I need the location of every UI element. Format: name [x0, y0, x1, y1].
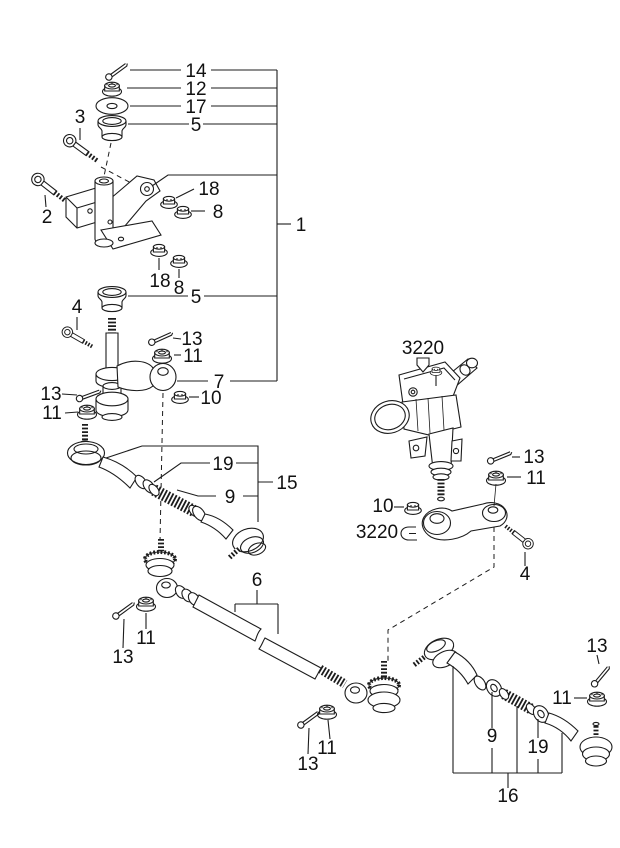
callout-4-left: 4	[72, 297, 83, 318]
tie-rod-assembly-rh	[412, 637, 613, 767]
callout-16: 16	[497, 786, 518, 807]
callout-15: 15	[276, 473, 297, 494]
callout-13-pitman: 13	[523, 447, 544, 468]
callout-5-lower: 5	[191, 287, 202, 308]
idler-arm-assembly	[95, 318, 177, 421]
nut-10-pitman	[404, 501, 422, 515]
castle-nut-11-pitman	[485, 470, 507, 486]
callout-13-centerlink-l: 13	[112, 647, 133, 668]
alignment-dashed-lines	[74, 142, 495, 661]
callout-7: 7	[214, 372, 225, 393]
callout-8-upper: 8	[213, 202, 224, 223]
callout-11-idler: 11	[183, 346, 203, 367]
snap-ring-clip	[400, 526, 417, 541]
callout-10-pitman: 10	[372, 496, 393, 517]
cotter-pin-13-idler	[147, 331, 175, 347]
callout-10-idler: 10	[200, 388, 221, 409]
callout-14: 14	[185, 61, 207, 82]
callout-1: 1	[296, 215, 307, 236]
callout-18-lower: 18	[149, 271, 170, 292]
center-link	[143, 539, 401, 714]
callout-13-rh: 13	[586, 636, 607, 657]
leader-lines	[44, 69, 600, 788]
cotter-pin-14	[103, 62, 131, 82]
bolt-4-pitman	[499, 519, 538, 554]
callout-8-lower: 8	[174, 278, 185, 299]
nut-18-lower	[150, 243, 168, 257]
castle-nut-11-idler	[151, 348, 173, 364]
castle-nut-11-centerlink-r	[316, 704, 338, 720]
callout-6: 6	[252, 570, 263, 591]
idler-support-bracket	[65, 175, 162, 250]
steering-gear-box	[370, 357, 479, 502]
castle-nut-11-centerlink-l	[135, 596, 157, 612]
callout-2: 2	[42, 207, 53, 228]
cotter-pin-13-centerlink-l	[110, 601, 138, 621]
callout-13-left: 13	[40, 384, 61, 405]
callout-12: 12	[185, 79, 206, 100]
nut-10-idler	[171, 390, 189, 404]
callout-3: 3	[75, 107, 86, 128]
callout-3220-gear: 3220	[402, 338, 444, 359]
callout-11-centerlink-r: 11	[317, 738, 337, 759]
cotter-pin-13-rh	[588, 665, 615, 689]
cotter-pin-13-centerlink-r	[295, 710, 323, 730]
nut-8-lower	[170, 254, 188, 268]
callout-19-lh: 19	[212, 454, 233, 475]
tie-rod-assembly-lh	[66, 424, 267, 560]
nut-8-upper	[174, 205, 192, 219]
callout-9-rh: 9	[487, 726, 498, 747]
castle-nut-12	[101, 81, 123, 97]
bushing-5-lower	[97, 286, 127, 313]
callout-11-left: 11	[42, 403, 62, 424]
bushing-5-upper	[97, 115, 127, 142]
castle-nut-11-rh	[586, 691, 608, 707]
callout-11-centerlink-l: 11	[136, 628, 156, 649]
callout-9-lh: 9	[225, 487, 236, 508]
callout-11-pitman: 11	[526, 468, 546, 489]
callout-17: 17	[185, 97, 206, 118]
gear-ref-balloon	[416, 357, 430, 373]
callout-13-centerlink-r: 13	[297, 754, 318, 775]
bolt-3	[61, 132, 102, 166]
nut-18-upper	[160, 195, 178, 209]
callout-13-idler: 13	[181, 329, 202, 350]
bolt-4-left	[58, 323, 98, 354]
bolt-2	[29, 171, 69, 206]
callout-4-pitman: 4	[520, 564, 531, 585]
castle-nut-11-left	[76, 404, 98, 420]
callout-19-rh: 19	[527, 737, 548, 758]
pitman-arm	[421, 502, 508, 541]
callout-18-upper: 18	[198, 179, 219, 200]
washer-17	[95, 97, 129, 115]
callout-11-rh: 11	[552, 688, 572, 709]
cotter-pin-13-pitman	[486, 450, 514, 466]
callout-5-upper: 5	[191, 115, 202, 136]
callout-labels: 14 12 17 5 3 2 18 8 1 18 8 5 4 13 11 7 1…	[40, 61, 607, 807]
callout-3220-arm: 3220	[356, 522, 398, 543]
